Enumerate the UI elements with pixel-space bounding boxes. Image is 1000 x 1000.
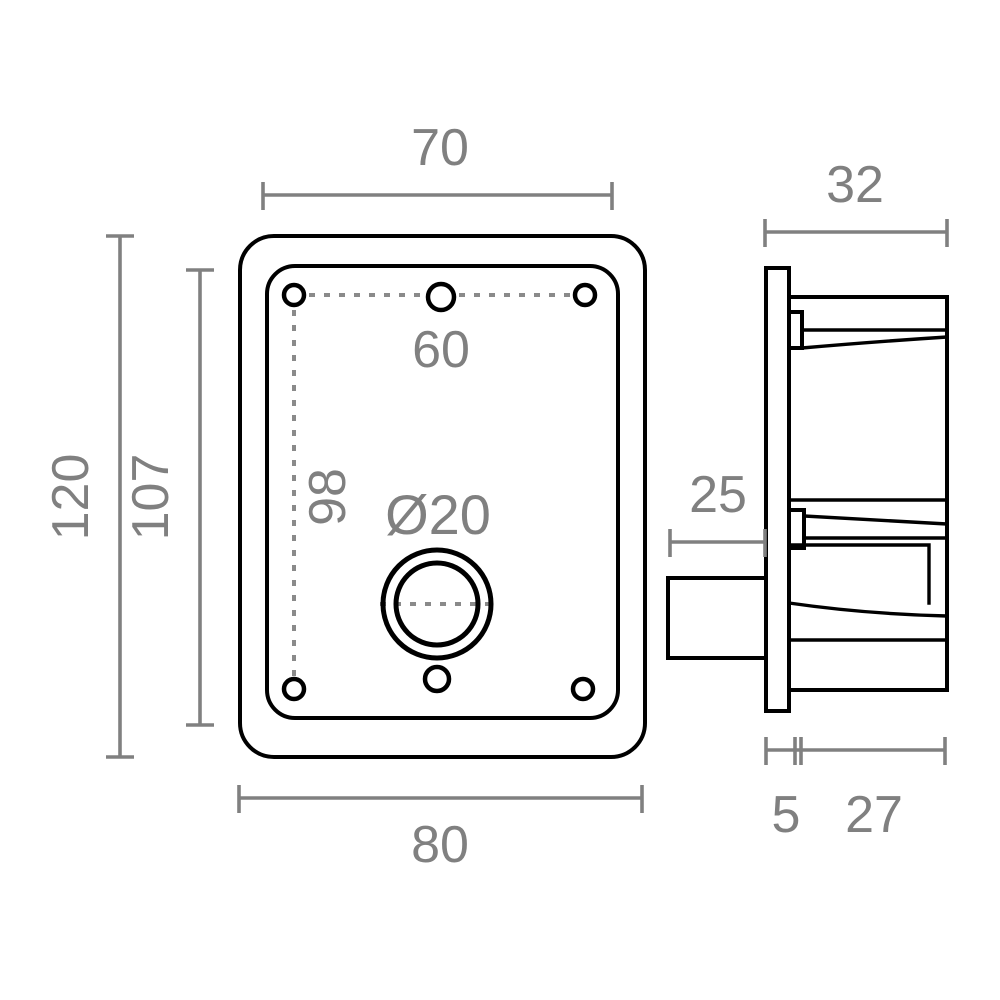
dimension-outer-height: 120 [42, 234, 134, 759]
dimension-bottom-depths: 5 27 [764, 737, 947, 844]
dimension-side-depth: 32 [763, 156, 949, 247]
dimension-label-side-depth: 32 [826, 156, 884, 214]
dimension-top-width: 70 [261, 119, 614, 210]
hole-bottom-center [422, 664, 452, 694]
side-inner-chamber [787, 543, 931, 605]
side-body-lower [787, 506, 949, 692]
dimension-label-bottom-width: 80 [411, 816, 469, 874]
hole-top-center [425, 281, 457, 313]
center-bore-inner [393, 560, 481, 648]
dimension-label-hole-pitch-horizontal: 60 [412, 321, 470, 379]
dimension-label-bore-diameter: Ø20 [385, 483, 491, 546]
side-body-upper [787, 295, 949, 510]
hole-top-left [281, 282, 307, 308]
dimension-label-nozzle-length: 25 [689, 466, 747, 524]
side-nozzle [666, 576, 768, 660]
side-flange-plate [764, 266, 791, 713]
dimension-nozzle-length: 25 [668, 466, 767, 557]
hole-bottom-right [570, 676, 596, 702]
side-internal-taper-top [800, 335, 949, 350]
dimension-label-top-width: 70 [411, 119, 469, 177]
side-view: 32 25 5 27 [666, 156, 949, 844]
side-mid-taper [802, 514, 949, 526]
dimension-label-inner-height: 107 [122, 454, 180, 541]
center-bore-outer [380, 547, 494, 661]
dimension-bottom-width: 80 [237, 785, 644, 874]
side-lower-curve [787, 601, 949, 618]
front-outer-plate [238, 234, 647, 759]
hole-bottom-left [281, 676, 307, 702]
dimension-label-hole-pitch-vertical: 98 [299, 468, 357, 526]
dimension-label-outer-height: 120 [42, 454, 100, 541]
dimension-inner-height: 107 [122, 268, 214, 727]
side-lower-shoulder [787, 508, 806, 550]
front-inner-plate [265, 264, 620, 720]
dimension-label-flange-thickness: 5 [772, 786, 801, 844]
hole-top-right [572, 282, 598, 308]
dimension-label-body-depth: 27 [845, 786, 903, 844]
front-view: 70 80 120 107 [42, 119, 647, 874]
